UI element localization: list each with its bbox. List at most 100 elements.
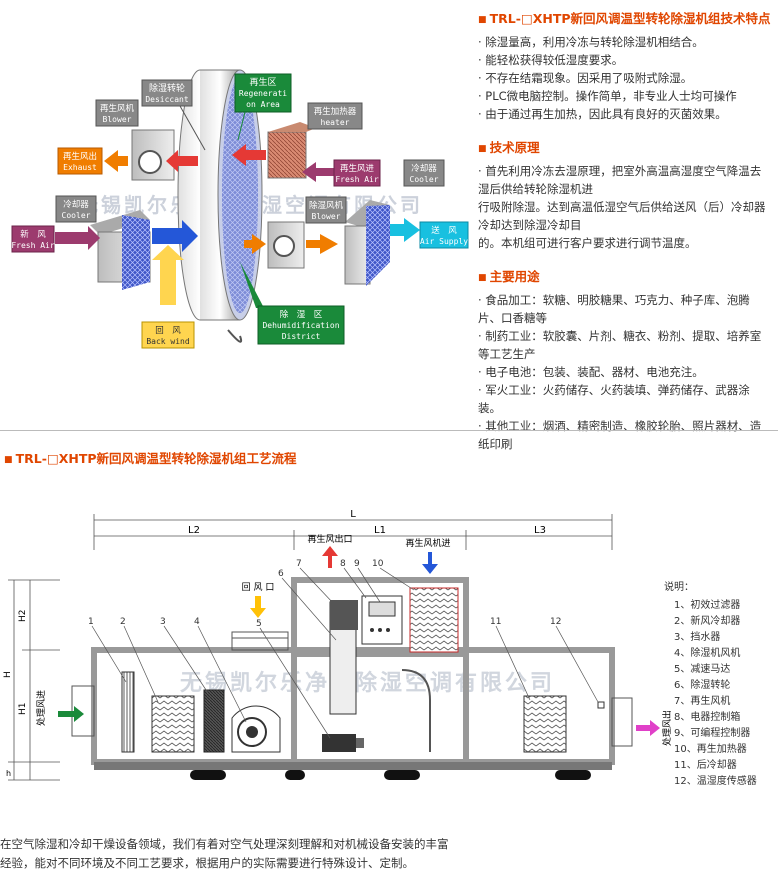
svg-text:Blower: Blower — [103, 115, 132, 124]
dim-H: H — [3, 671, 13, 678]
text-line: · 军火工业：火药储存、火药装填、弹药储存、武器涂 — [478, 383, 750, 397]
regen-out-label: 再生风出口 — [307, 533, 352, 545]
svg-text:Air Supply: Air Supply — [420, 237, 468, 246]
exhaust-arrow — [104, 150, 128, 172]
uses-title: 主要用途 — [478, 266, 774, 285]
svg-text:再生风机: 再生风机 — [100, 103, 135, 114]
label-regen-fresh-air: 再生风进 Fresh Air — [333, 159, 381, 187]
label-regen-heater: 再生加热器 heater — [307, 102, 363, 130]
svg-text:再生风进: 再生风进 — [340, 163, 375, 174]
label-fresh-air: 新 风 Fresh Air — [11, 225, 55, 253]
text-line: · 电子电池：包装、装配、器材、电池充注。 — [478, 365, 704, 379]
text-line: 在空气除湿和冷却干燥设备领域，我们有着对空气处理深刻理解和对机械设备安装的丰富 — [0, 837, 449, 851]
svg-text:on Area: on Area — [246, 100, 280, 109]
svg-text:再生风出: 再生风出 — [63, 151, 97, 162]
label-regen-area: 再生区 Regenerati on Area — [234, 73, 292, 141]
legend-item: 1、初效过滤器 — [674, 598, 740, 611]
legend-item: 8、电器控制箱 — [674, 710, 740, 723]
legend-item: 3、挡水器 — [674, 630, 720, 643]
watermark: 无锡凯尔乐净化除湿空调有限公司 — [180, 670, 555, 696]
return-air-inlet: 回 风 口 — [231, 582, 289, 651]
outlet-duct: 处理风出 — [611, 697, 673, 747]
svg-text:Dehumidification: Dehumidification — [262, 321, 339, 330]
svg-text:冷却器: 冷却器 — [411, 163, 437, 174]
fresh-air-arrow — [55, 226, 100, 250]
text-line: 经验，能对不同环境及不同工艺要求，根据用户的实际需要进行特殊设计、定制。 — [0, 856, 414, 870]
regen-heater — [267, 122, 316, 179]
wheel-to-blower-arrow — [244, 234, 266, 254]
legend-item: 12、温湿度传感器 — [674, 774, 757, 787]
list-item: · 不存在结霜现象。因采用了吸附式除湿。 — [478, 71, 693, 85]
svg-text:Blower: Blower — [312, 212, 341, 221]
fresh-air-cooler — [151, 695, 195, 753]
callout-11: 11 — [490, 617, 501, 627]
label-aftercooler: 冷却器 Cooler — [403, 159, 445, 187]
svg-text:除 湿 区: 除 湿 区 — [280, 309, 323, 320]
regen-fresh-arrow — [302, 162, 334, 182]
svg-text:新 风: 新 风 — [20, 229, 46, 240]
callout-7: 7 — [296, 559, 302, 569]
list-item: · 能轻松获得较低湿度要求。 — [478, 53, 624, 67]
legend-item: 4、除湿机风机 — [674, 646, 740, 659]
regen-duct — [401, 669, 431, 752]
legend-item: 2、新风冷却器 — [674, 614, 740, 627]
inlet-label: 处理风进 — [35, 690, 47, 726]
text-line: 片、口香糖等 — [478, 311, 547, 325]
svg-text:Back wind: Back wind — [146, 337, 190, 346]
parts-legend: 说明： 1、初效过滤器 2、新风冷却器 3、挡水器 4、除湿机风机 5、减速马达… — [664, 580, 757, 787]
regen-return-arrow — [166, 150, 198, 172]
features-title: TRL-□XHTP新回风调温型转轮除湿机组技术特点 — [478, 8, 774, 27]
features-list: · 除湿量高，利用冷冻与转轮除湿机相结合。 · 能轻松获得较低湿度要求。 · 不… — [478, 33, 774, 123]
callout-10: 10 — [372, 559, 384, 569]
dehumidify-blower — [267, 221, 305, 269]
svg-text:Exhaust: Exhaust — [63, 163, 97, 172]
list-item: · 由于通过再生加热，因此具有良好的灭菌效果。 — [478, 107, 727, 121]
principle-title: 技术原理 — [478, 137, 774, 156]
reduction-motor — [322, 734, 364, 752]
dehumidifier-principle-diagram: 无锡凯尔乐净化除湿空调有限公司 — [11, 69, 469, 349]
heater-to-wheel-arrow — [232, 144, 266, 166]
callout-8: 8 — [340, 559, 346, 569]
part-callouts: 1 2 3 4 5 6 7 8 9 10 11 12 — [88, 559, 599, 739]
label-back-wind: 回 风 Back wind — [141, 321, 195, 349]
text-line: 的。本机组可进行客户要求进行调节温度。 — [478, 236, 697, 250]
humidity-sensor — [597, 701, 605, 709]
legend-item: 10、再生加热器 — [674, 742, 747, 755]
dim-L3: L3 — [534, 525, 546, 536]
label-regen-blower: 再生风机 Blower — [95, 99, 139, 127]
svg-text:回 风: 回 风 — [155, 326, 181, 336]
primary-filter — [121, 671, 135, 753]
label-dehumidification-district: 除 湿 区 Dehumidification District — [240, 262, 345, 345]
dim-L: L — [350, 509, 356, 520]
aftercooler-coil — [344, 200, 390, 286]
regen-in-arrow — [422, 552, 438, 574]
desiccant-wheel — [177, 69, 263, 343]
text-line: 纸印刷 — [478, 437, 513, 451]
callout-1: 1 — [88, 617, 94, 627]
callout-6: 6 — [278, 569, 284, 579]
text-line: 冷却达到除湿冷却目 — [478, 218, 582, 232]
label-air-supply: 送 风 Air Supply — [419, 221, 469, 249]
callout-5: 5 — [256, 619, 262, 629]
supply-arrow — [390, 218, 420, 242]
svg-text:heater: heater — [321, 118, 350, 127]
legend-item: 11、后冷却器 — [674, 758, 737, 771]
text-line: 行吸附除湿。达到高温低湿空气后供给送风（后）冷却器 — [478, 200, 766, 214]
legend-item: 9、可编程控制器 — [674, 726, 750, 739]
legend-item: 6、除湿转轮 — [674, 678, 730, 691]
svg-text:除湿风机: 除湿风机 — [309, 200, 344, 211]
dim-h: h — [6, 769, 11, 778]
regen-heater-section — [409, 587, 459, 653]
dim-H1: H1 — [18, 703, 28, 716]
footer-text: 在空气除湿和冷却干燥设备领域，我们有着对空气处理深刻理解和对机械设备安装的丰富 … — [0, 835, 480, 873]
control-box — [361, 595, 403, 645]
text-line: · 制药工业：软胶囊、片剂、糖衣、粉剂、提取、培养室 — [478, 329, 762, 343]
legend-item: 5、减速马达 — [674, 663, 730, 675]
process-title: TRL-□XHTP新回风调温型转轮除湿机组工艺流程 — [4, 448, 297, 467]
back-wind-arrow — [152, 245, 184, 305]
callout-3: 3 — [160, 617, 166, 627]
precooler-coil — [90, 210, 151, 290]
label-precooler: 冷却器 Cooler — [55, 195, 97, 223]
label-exhaust: 再生风出 Exhaust — [57, 147, 103, 175]
callout-9: 9 — [354, 559, 360, 569]
